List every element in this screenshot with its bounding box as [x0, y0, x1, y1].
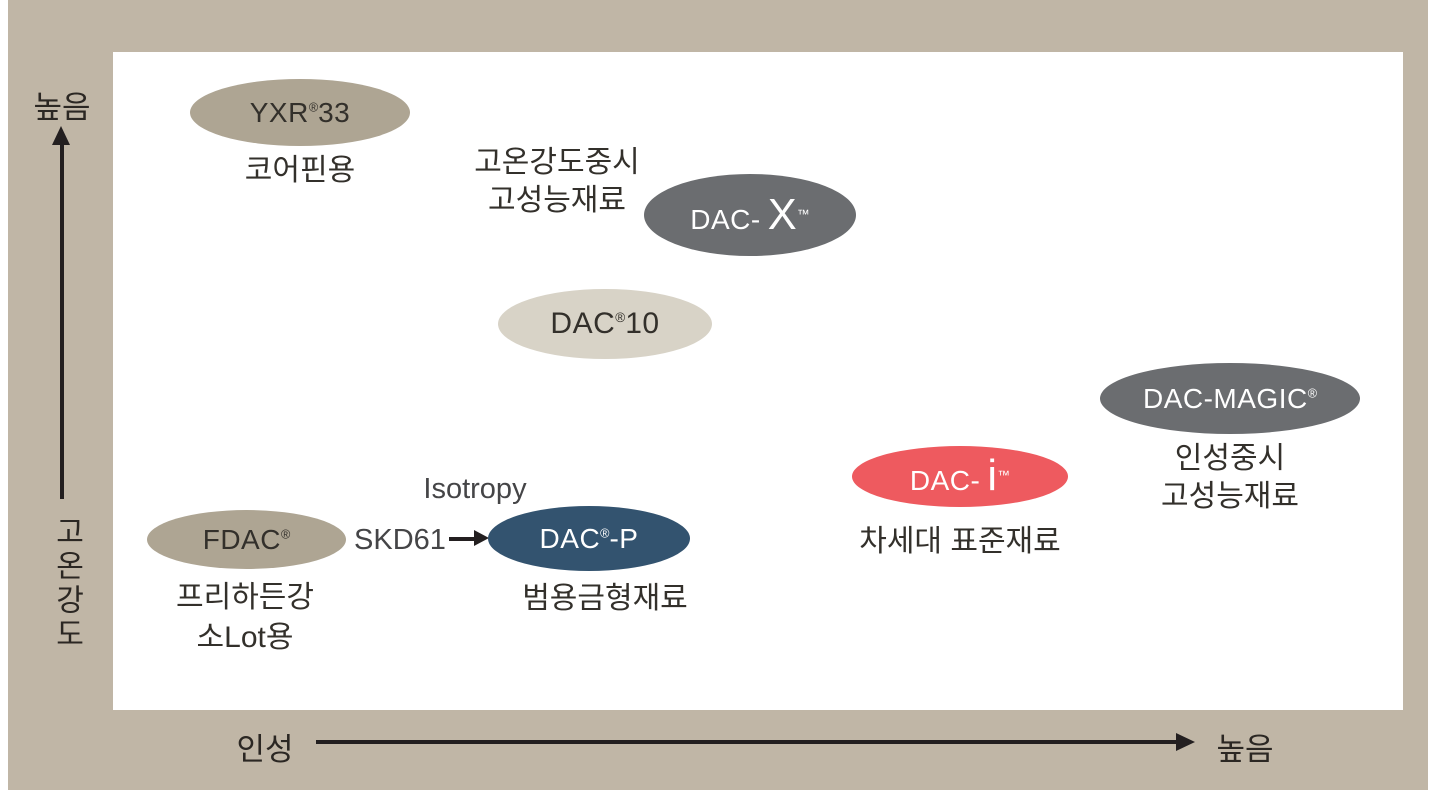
caption-fdac-line1: 프리하든강 — [176, 581, 314, 614]
bubble-fdac: FDAC® — [147, 510, 346, 569]
note-line2: 고성능재료 — [488, 184, 626, 217]
caption-fdac-line2: 소Lot용 — [196, 621, 294, 654]
skd61-arrow — [449, 537, 476, 541]
bubble-dac-magic: DAC-MAGIC® — [1100, 363, 1360, 434]
x-axis-high-label: 높음 — [1216, 732, 1274, 767]
bubble-dac-p-label: DAC®-P — [539, 522, 639, 554]
annotation-isotropy: Isotropy — [423, 473, 527, 505]
skd61-arrowhead-icon — [474, 530, 489, 546]
x-axis-arrow — [316, 740, 1178, 744]
x-axis-title: 인성 — [236, 732, 294, 767]
bubble-dac-p: DAC®-P — [488, 506, 690, 571]
note-line1: 고온강도중시 — [474, 146, 640, 179]
bubble-dac-magic-label: DAC-MAGIC® — [1142, 382, 1317, 414]
bubble-dac-i: DAC-i™ — [852, 446, 1068, 507]
y-axis-high-label: 높음 — [33, 90, 91, 125]
y-axis-arrowhead-icon — [52, 126, 70, 145]
bubble-dac-x: DAC-X™ — [644, 174, 856, 256]
note-high-temp-materials: 고온강도중시 고성능재료 — [448, 144, 666, 220]
bubble-dac-i-label: DAC-i™ — [909, 452, 1011, 500]
y-axis-arrow — [60, 143, 64, 499]
bubble-yxr33: YXR®33 — [190, 79, 410, 146]
annotation-skd61: SKD61 — [354, 524, 446, 556]
caption-dac-i: 차세대 표준재료 — [859, 525, 1061, 558]
caption-dac-magic-line1: 인성중시 — [1174, 442, 1286, 475]
bubble-dac10-label: DAC®10 — [550, 307, 660, 340]
bubble-yxr33-label: YXR®33 — [249, 96, 351, 128]
caption-dac-magic: 인성중시 고성능재료 — [1104, 440, 1356, 516]
bubble-dac-x-label: DAC-X™ — [690, 190, 810, 239]
bubble-dac10: DAC®10 — [498, 289, 712, 359]
y-axis-title: 고온강도 — [50, 516, 83, 652]
bubble-fdac-label: FDAC® — [202, 523, 291, 555]
caption-dac-magic-line2: 고성능재료 — [1161, 480, 1299, 513]
caption-yxr33: 코어핀용 — [244, 154, 356, 187]
caption-fdac: 프리하든강 소Lot용 — [130, 578, 360, 658]
caption-dac-p: 범용금형재료 — [522, 582, 688, 615]
x-axis-arrowhead-icon — [1176, 733, 1195, 751]
